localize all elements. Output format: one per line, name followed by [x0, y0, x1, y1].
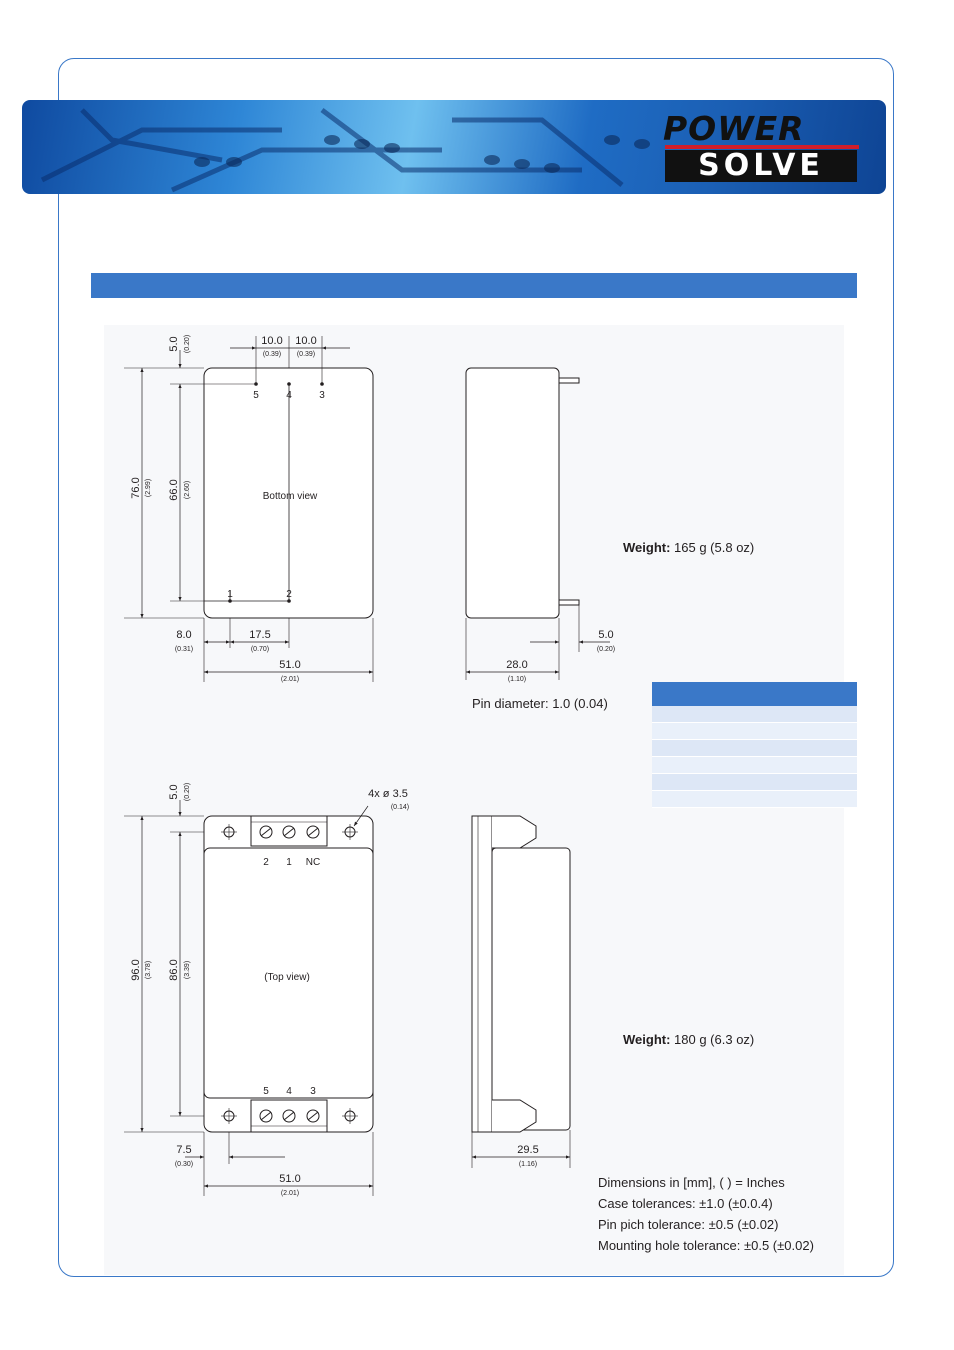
note-line: Dimensions in [mm], ( ) = Inches — [598, 1175, 785, 1190]
weight-1: Weight: 165 g (5.8 oz) — [623, 540, 754, 555]
module2-side-outline — [471, 815, 493, 1133]
dim-edge-offset-in: (0.31) — [175, 646, 193, 653]
dim-width-in: (2.01) — [281, 676, 299, 683]
terminal-label: 4 — [286, 1086, 292, 1097]
dim-flange-offset-in: (0.20) — [184, 783, 191, 801]
circuit-board-image — [40, 108, 650, 193]
dim-depth: 28.0 — [506, 659, 527, 671]
table-row — [652, 791, 857, 808]
note-line: Case tolerances: ±1.0 (±0.0.4) — [598, 1196, 773, 1211]
dim-pin-pitch-1-in: (0.39) — [263, 351, 281, 358]
page-frame — [58, 58, 894, 1277]
table-row — [652, 723, 857, 740]
dim-depth: 29.5 — [517, 1144, 538, 1156]
dim-pin-offset-in: (0.20) — [184, 335, 191, 353]
module1-outline — [203, 367, 374, 619]
dim-hole-offset: 7.5 — [176, 1144, 191, 1156]
dim-pin-pitch-1: 10.0 — [261, 335, 282, 347]
dim-height: 96.0 — [130, 959, 142, 980]
dim-depth-in: (1.16) — [519, 1161, 537, 1168]
dim-width: 51.0 — [279, 1173, 300, 1185]
weight-label: Weight: — [623, 1032, 671, 1047]
dim-flange-offset: 5.0 — [168, 784, 180, 799]
weight-value: 165 g (5.8 oz) — [670, 540, 755, 555]
table-header — [652, 682, 857, 706]
powersolve-logo: POWER SOLVE — [663, 112, 861, 184]
logo-power-text: POWER — [663, 109, 805, 148]
dim-width-in: (2.01) — [281, 1190, 299, 1197]
pin-label: 2 — [286, 589, 292, 600]
dim-pin-span: 66.0 — [168, 479, 180, 500]
dim-pin-distance: 17.5 — [249, 629, 270, 641]
dim-hole-span-in: (3.39) — [184, 961, 191, 979]
mounting-hole-icon — [221, 824, 358, 1124]
note-line: Mounting hole tolerance: ±0.5 (±0.02) — [598, 1238, 814, 1253]
dim-height-in: (2.99) — [145, 479, 152, 497]
view-label: (Top view) — [264, 972, 310, 983]
table-row — [652, 757, 857, 774]
table-row — [652, 706, 857, 723]
dim-pin-length-in: (0.20) — [597, 646, 615, 653]
dim-pin-span-in: (2.60) — [184, 481, 191, 499]
weight-value: 180 g (6.3 oz) — [670, 1032, 755, 1047]
dim-hole-diameter-in: (0.14) — [391, 804, 409, 811]
dim-pin-length: 5.0 — [598, 629, 613, 641]
dim-width: 51.0 — [279, 659, 300, 671]
terminal-label: 5 — [263, 1086, 269, 1097]
dim-hole-span: 86.0 — [168, 959, 180, 980]
pin-label: 3 — [319, 390, 325, 401]
dim-pin-pitch-2: 10.0 — [295, 335, 316, 347]
dim-hole-offset-in: (0.30) — [175, 1161, 193, 1168]
weight-label: Weight: — [623, 540, 671, 555]
table-row — [652, 774, 857, 791]
terminal-screw-icon — [259, 825, 320, 1123]
weight-2: Weight: 180 g (6.3 oz) — [623, 1032, 754, 1047]
pin-label: 4 — [286, 390, 292, 401]
spec-table — [652, 682, 857, 808]
pin-label: 5 — [253, 390, 259, 401]
section-header-bar — [91, 273, 857, 298]
logo-red-line — [665, 145, 859, 149]
dim-pin-offset: 5.0 — [168, 336, 180, 351]
view-label: Bottom view — [263, 491, 318, 502]
dim-edge-offset: 8.0 — [176, 629, 191, 641]
terminal-label: NC — [306, 857, 320, 868]
dim-height: 76.0 — [130, 477, 142, 498]
pin-diameter-note: Pin diameter: 1.0 (0.04) — [472, 696, 608, 711]
terminal-label: 2 — [263, 857, 269, 868]
terminal-label: 3 — [310, 1086, 316, 1097]
dim-height-in: (3.78) — [145, 961, 152, 979]
logo-solve-text: SOLVE — [665, 150, 857, 182]
module1-side-outline — [465, 367, 560, 619]
terminal-label: 1 — [286, 857, 292, 868]
pin-label: 1 — [227, 589, 233, 600]
note-line: Pin pich tolerance: ±0.5 (±0.02) — [598, 1217, 779, 1232]
dim-pin-pitch-2-in: (0.39) — [297, 351, 315, 358]
tolerance-notes: Dimensions in [mm], ( ) = Inches Case to… — [598, 1172, 814, 1256]
table-row — [652, 740, 857, 757]
dim-depth-in: (1.10) — [508, 676, 526, 683]
dim-pin-distance-in: (0.70) — [251, 646, 269, 653]
dim-hole-diameter: 4x ø 3.5 — [368, 788, 408, 800]
